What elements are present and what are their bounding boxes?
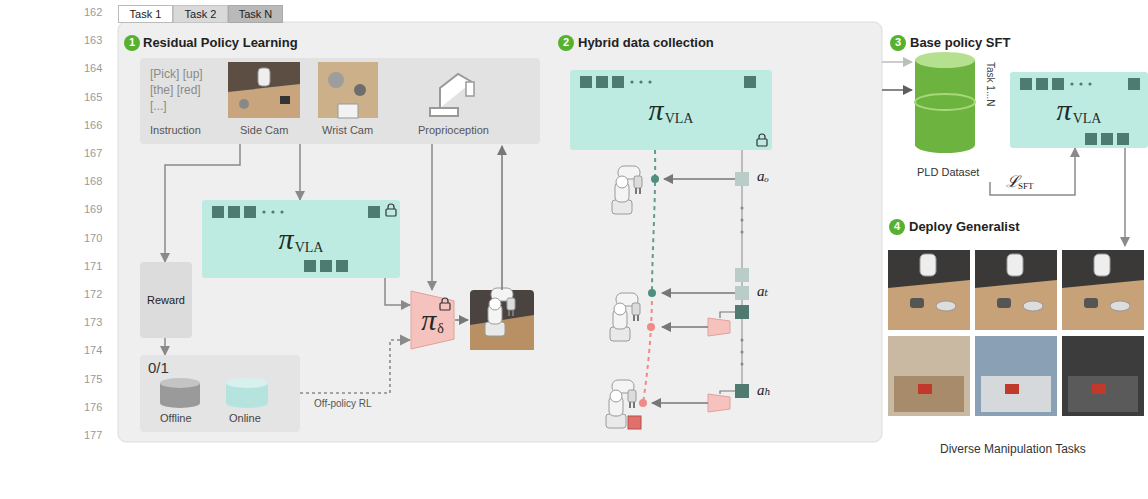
node-text: Online — [229, 412, 261, 424]
task-panel: Residual Policy Learning Hybrid data coll… — [118, 22, 882, 442]
symbol-wrap: πVLA — [202, 200, 400, 278]
connector — [882, 89, 912, 91]
policy-subscript: δ — [437, 321, 444, 337]
section-heading: Deploy Generalist — [909, 219, 1020, 234]
line-number: 162 — [84, 6, 102, 18]
policy-subscript: VLA — [1073, 111, 1102, 127]
node-text: [Pick] [up] [the] [red] [...] — [150, 66, 220, 114]
action-label: aₜ — [757, 282, 768, 300]
line-number: 177 — [84, 429, 102, 441]
text-wrap: Task N — [229, 6, 282, 22]
loss-subscript: SFT — [1018, 181, 1034, 191]
section-heading: Hybrid data collection — [578, 35, 714, 50]
box-text: Task 1 — [130, 8, 162, 20]
box-text: Task N — [239, 8, 273, 20]
node-text: Proprioception — [418, 124, 489, 136]
callout-number: 2 — [560, 36, 572, 48]
line-number: 172 — [84, 288, 102, 300]
text-wrap: Task 2 — [174, 6, 227, 22]
line-number: 168 — [84, 175, 102, 187]
text-wrap: Reward — [140, 262, 192, 338]
line-number: 167 — [84, 147, 102, 159]
connector — [1124, 148, 1126, 246]
line-number: 173 — [84, 316, 102, 328]
connector — [299, 144, 301, 200]
line-number: 169 — [84, 203, 102, 215]
callout-number: 3 — [892, 36, 904, 48]
connector — [882, 61, 912, 63]
edge-label: Off-policy RL — [312, 398, 374, 409]
node-illustration — [885, 246, 1148, 462]
action-label: aₕ — [757, 381, 771, 399]
task-tab: Task 1 — [118, 5, 173, 23]
symbol-wrap: πVLA — [570, 70, 772, 150]
policy-symbol: π — [1057, 93, 1072, 127]
task-tab: Task N — [228, 5, 283, 23]
line-number: 175 — [84, 373, 102, 385]
node-text: Instruction — [150, 124, 201, 136]
input-box: [Pick] [up] [the] [red] [...] Instruction… — [140, 58, 540, 144]
connector — [990, 148, 1075, 195]
callout-number: 4 — [891, 220, 903, 232]
policy-box: πVLA — [202, 200, 400, 278]
task-tab: Task 2 — [173, 5, 228, 23]
line-number: 163 — [84, 34, 102, 46]
node-text: Task 1...N — [985, 62, 996, 106]
policy-symbol: π — [649, 93, 664, 127]
dataset-cylinder: Task 1...N PLD Dataset — [912, 50, 1000, 182]
policy-box: πVLA — [1010, 72, 1148, 148]
node-text: Offline — [160, 412, 192, 424]
policy-box: πVLA — [570, 70, 772, 150]
dashed-connector — [300, 340, 410, 393]
buffer-box: 0/1Offline Online — [140, 355, 300, 432]
callout-number: 1 — [126, 36, 138, 48]
connector — [431, 144, 433, 290]
box-text: Task 2 — [185, 8, 217, 20]
policy-subscript: VLA — [295, 240, 324, 256]
connector — [164, 338, 166, 355]
box-text: Reward — [147, 294, 185, 306]
symbol-wrap: πδ — [410, 290, 455, 350]
policy-symbol: π — [421, 303, 436, 337]
task-gallery: Diverse Manipulation Tasks — [885, 246, 1148, 462]
residual-policy: πδ — [410, 290, 455, 350]
connector — [385, 278, 410, 305]
line-number: 170 — [84, 232, 102, 244]
section-heading: Base policy SFT — [910, 35, 1010, 50]
section-heading: Residual Policy Learning — [143, 35, 298, 50]
node-text: Diverse Manipulation Tasks — [940, 442, 1086, 456]
node-illustration — [1010, 72, 1148, 148]
text-wrap: Task 1 — [119, 6, 172, 22]
reward-box: Reward — [140, 262, 192, 338]
node-illustration — [202, 200, 400, 278]
node-illustration — [570, 70, 772, 150]
action-label: aₒ — [757, 168, 769, 185]
line-number: 174 — [84, 344, 102, 356]
node-text: 0/1 — [148, 359, 169, 376]
line-number: 166 — [84, 119, 102, 131]
loss-symbol: ℒ — [1006, 170, 1019, 192]
line-number: 171 — [84, 260, 102, 272]
node-text: PLD Dataset — [917, 166, 979, 178]
policy-subscript: VLA — [665, 111, 694, 127]
line-number: 165 — [84, 91, 102, 103]
node-text: Wrist Cam — [322, 124, 373, 136]
line-number: 164 — [84, 62, 102, 74]
policy-symbol: π — [279, 222, 294, 256]
node-text: Side Cam — [240, 124, 288, 136]
symbol-wrap: πVLA — [1010, 72, 1148, 148]
line-number: 176 — [84, 401, 102, 413]
